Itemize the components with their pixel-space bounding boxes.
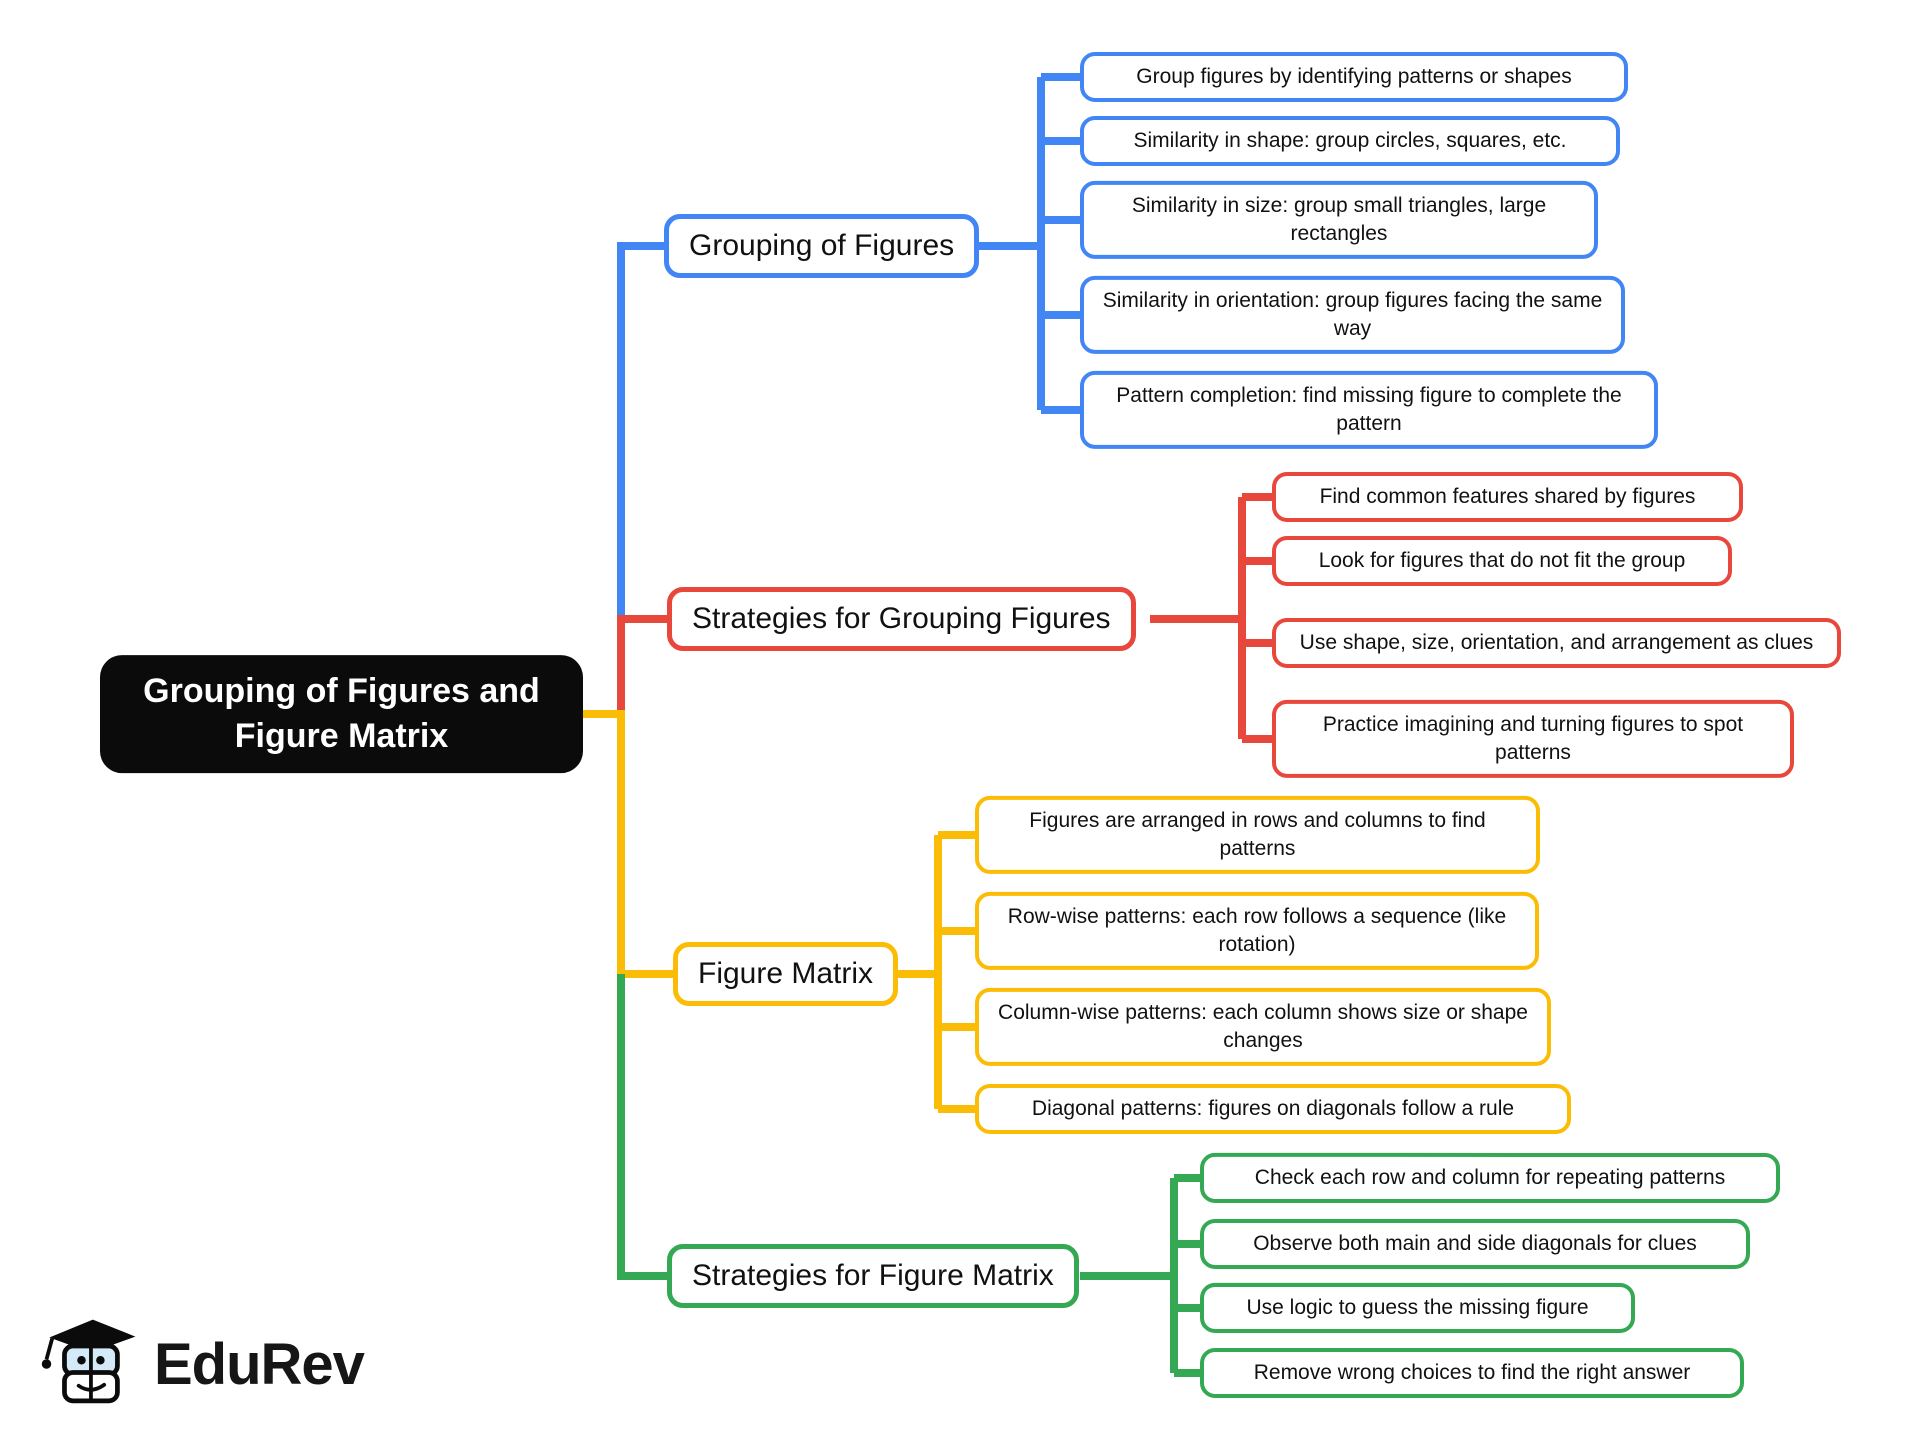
edurev-logo: EduRev [38, 1310, 365, 1418]
child-node: Similarity in orientation: group figures… [1080, 275, 1625, 355]
child-node: Similarity in shape: group circles, squa… [1080, 115, 1620, 167]
child-node: Look for figures that do not fit the gro… [1272, 535, 1732, 587]
branch-grouping-of-figures: Grouping of Figures [664, 214, 980, 278]
child-node: Column-wise patterns: each column shows … [975, 987, 1551, 1067]
child-node: Check each row and column for repeating … [1200, 1152, 1780, 1204]
edurev-logo-icon [41, 1319, 136, 1404]
child-node: Find common features shared by figures [1272, 471, 1743, 523]
fan-green [1080, 1174, 1215, 1377]
child-node: Use shape, size, orientation, and arrang… [1272, 617, 1841, 669]
fan-red [1150, 493, 1285, 743]
root-node: Grouping of Figures and Figure Matrix [100, 655, 583, 773]
trunk-blue [617, 242, 700, 619]
child-node: Group figures by identifying patterns or… [1080, 51, 1628, 103]
child-node: Use logic to guess the missing figure [1200, 1282, 1635, 1334]
edurev-wordmark: EduRev [154, 1331, 365, 1397]
child-node: Diagonal patterns: figures on diagonals … [975, 1083, 1571, 1135]
child-node: Row-wise patterns: each row follows a se… [975, 891, 1539, 971]
child-node: Similarity in size: group small triangle… [1080, 180, 1598, 260]
child-node: Pattern completion: find missing figure … [1080, 370, 1658, 450]
child-node: Remove wrong choices to find the right a… [1200, 1347, 1744, 1399]
branch-figure-matrix: Figure Matrix [673, 942, 899, 1006]
trunk-yellow [583, 710, 700, 978]
branch-strategies-for-figure-matrix: Strategies for Figure Matrix [667, 1244, 1079, 1308]
branch-strategies-for-grouping-figures: Strategies for Grouping Figures [667, 587, 1136, 651]
fan-yellow [860, 831, 990, 1113]
child-node: Figures are arranged in rows and columns… [975, 795, 1540, 875]
fan-blue [950, 73, 1090, 414]
trunk-green [617, 974, 700, 1280]
child-node: Practice imagining and turning figures t… [1272, 699, 1794, 779]
child-node: Observe both main and side diagonals for… [1200, 1218, 1750, 1270]
